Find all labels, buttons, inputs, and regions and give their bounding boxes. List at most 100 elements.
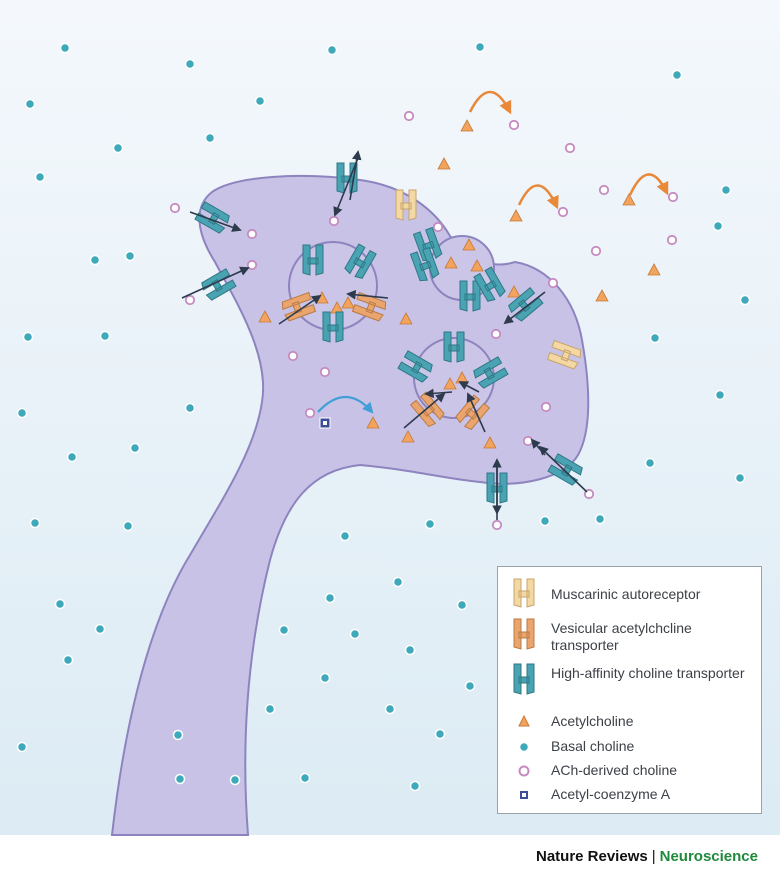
basal-choline xyxy=(651,334,660,343)
legend-label: Acetyl-coenzyme A xyxy=(551,786,670,803)
ach-derived-choline xyxy=(321,368,329,376)
ach-derived-choline xyxy=(524,437,532,445)
basal-choline xyxy=(476,43,485,52)
ach-derived-choline xyxy=(493,521,501,529)
basal-choline xyxy=(124,522,133,531)
basal-choline xyxy=(18,743,27,752)
basal-choline xyxy=(186,404,195,413)
ach-derived-choline xyxy=(492,330,500,338)
basal-choline xyxy=(206,134,215,143)
basal-choline xyxy=(646,459,655,468)
legend-item-acetyl-coa: Acetyl-coenzyme A xyxy=(498,786,761,804)
choline-transporter-icon xyxy=(508,662,540,698)
basal-choline xyxy=(126,252,135,261)
basal-choline xyxy=(673,71,682,80)
basal-choline xyxy=(741,296,750,305)
basal-choline xyxy=(280,626,289,635)
ach-derived-choline xyxy=(600,186,608,194)
legend: Muscarinic autoreceptor Vesicular acetyl… xyxy=(497,566,762,814)
legend-label: Acetylcholine xyxy=(551,713,634,730)
basal-choline xyxy=(458,601,467,610)
basal-choline xyxy=(736,474,745,483)
legend-label: Vesicular acetylchcline transporter xyxy=(551,620,751,654)
basal-choline xyxy=(176,775,185,784)
basal-choline xyxy=(61,44,70,53)
acetylcholine-icon xyxy=(508,713,540,731)
figure-credit: Nature Reviews|Neuroscience xyxy=(536,848,758,865)
basal-choline xyxy=(26,100,35,109)
basal-choline xyxy=(64,656,73,665)
ach-derived-choline xyxy=(248,261,256,269)
muscarinic-autoreceptor-icon xyxy=(508,577,540,611)
legend-item-acetylcholine: Acetylcholine xyxy=(498,713,761,731)
basal-choline xyxy=(174,731,183,740)
basal-choline xyxy=(394,578,403,587)
basal-choline xyxy=(386,705,395,714)
basal-choline xyxy=(328,46,337,55)
basal-choline xyxy=(56,600,65,609)
ach-derived-choline xyxy=(289,352,297,360)
basal-choline-icon xyxy=(508,738,540,756)
basal-choline xyxy=(301,774,310,783)
basal-choline xyxy=(722,186,731,195)
ach-derived-choline xyxy=(186,296,194,304)
ach-derived-choline xyxy=(669,193,677,201)
basal-choline xyxy=(91,256,100,265)
ach-derived-choline xyxy=(248,230,256,238)
basal-choline xyxy=(321,674,330,683)
basal-choline xyxy=(256,97,265,106)
basal-choline xyxy=(411,782,420,791)
basal-choline xyxy=(426,520,435,529)
ach-derived-choline xyxy=(306,409,314,417)
acetyl-coa-core xyxy=(323,421,327,425)
ach-derived-choline xyxy=(330,217,338,225)
basal-choline xyxy=(31,519,40,528)
ach-derived-choline xyxy=(668,236,676,244)
legend-label: ACh-derived choline xyxy=(551,762,677,779)
basal-choline xyxy=(131,444,140,453)
basal-choline xyxy=(68,453,77,462)
basal-choline xyxy=(96,625,105,634)
basal-choline xyxy=(24,333,33,342)
ach-derived-choline-icon xyxy=(508,762,540,780)
basal-choline xyxy=(406,646,415,655)
ach-derived-choline xyxy=(559,208,567,216)
ach-derived-choline xyxy=(542,403,550,411)
basal-choline xyxy=(114,144,123,153)
ach-derived-choline xyxy=(171,204,179,212)
basal-choline xyxy=(326,594,335,603)
legend-item-ach-choline: ACh-derived choline xyxy=(498,762,761,780)
ach-derived-choline xyxy=(405,112,413,120)
basal-choline xyxy=(186,60,195,69)
basal-choline xyxy=(18,409,27,418)
publisher-name: Nature Reviews xyxy=(536,848,648,865)
ach-derived-choline xyxy=(592,247,600,255)
legend-item-muscarinic: Muscarinic autoreceptor xyxy=(498,577,761,611)
credit-separator: | xyxy=(648,848,660,865)
basal-choline xyxy=(596,515,605,524)
ach-derived-choline xyxy=(510,121,518,129)
basal-choline xyxy=(341,532,350,541)
basal-choline xyxy=(266,705,275,714)
basal-choline xyxy=(716,391,725,400)
acetyl-coa-icon xyxy=(508,786,540,804)
legend-item-choline-transporter: High-affinity choline transporter xyxy=(498,662,761,702)
legend-item-vesicular-transporter: Vesicular acetylchcline transporter xyxy=(498,617,761,657)
ach-derived-choline xyxy=(549,279,557,287)
legend-label: Basal choline xyxy=(551,738,634,755)
basal-choline xyxy=(541,517,550,526)
basal-choline xyxy=(101,332,110,341)
basal-choline xyxy=(466,682,475,691)
basal-choline xyxy=(351,630,360,639)
vesicular-transporter-icon xyxy=(508,617,540,653)
basal-choline xyxy=(714,222,723,231)
legend-label: Muscarinic autoreceptor xyxy=(551,586,700,603)
legend-label: High-affinity choline transporter xyxy=(551,665,751,682)
ach-derived-choline xyxy=(566,144,574,152)
basal-choline xyxy=(436,730,445,739)
basal-choline xyxy=(231,776,240,785)
legend-item-basal-choline: Basal choline xyxy=(498,738,761,756)
vesicle xyxy=(289,242,377,330)
journal-name: Neuroscience xyxy=(660,848,758,865)
